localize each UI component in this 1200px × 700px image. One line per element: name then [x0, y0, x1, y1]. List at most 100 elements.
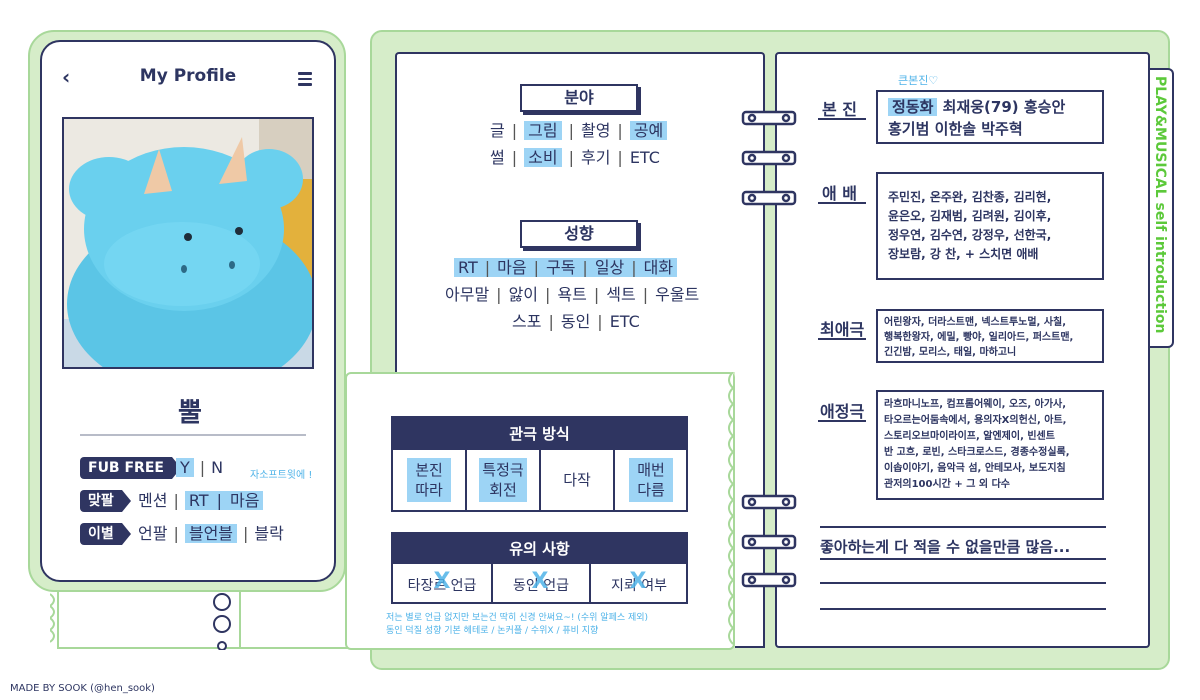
tendency-row-1: RT|마음|구독|일상|대화 [454, 257, 678, 279]
field-option[interactable]: ETC [629, 148, 660, 167]
tendency-option[interactable]: 섹트 [606, 285, 636, 304]
field-option[interactable]: 썰 [490, 148, 505, 167]
label-underline [818, 338, 866, 340]
field-option[interactable]: 공예 [629, 121, 668, 140]
tendency-title: 성향 [520, 220, 638, 248]
tendency-option[interactable]: RT [458, 258, 478, 277]
label-underline [818, 420, 866, 422]
field-row-2: 썰|소비|후기|ETC [490, 148, 660, 167]
back-icon[interactable]: ‹ [62, 65, 71, 89]
matpal-option-rt[interactable]: RT [184, 491, 213, 510]
ruled-line [820, 582, 1106, 584]
tendency-option[interactable]: 일상 [594, 258, 625, 277]
menu-icon[interactable] [298, 72, 312, 89]
ibyeol-options: 언팔|블언블|블락 [138, 524, 284, 543]
matpal-option-heart[interactable]: 마음 [225, 491, 264, 510]
aebae-label: 애 배 [822, 184, 858, 203]
tendency-option[interactable]: 마음 [497, 258, 527, 277]
profile-photo [62, 117, 314, 369]
aejeong-line: 이솝이야기, 음악극 섬, 안테모사, 보도지침 [884, 463, 1066, 474]
tendency-option[interactable]: 욕트 [557, 285, 587, 304]
matpal-options: 멘션|RT|마음 [138, 490, 264, 512]
aejeong-line: 타오르는어둠속에서, 용의자X의헌신, 아트, [884, 415, 1067, 426]
fub-free-tag: FUB FREE [80, 457, 181, 479]
viewing-title: 관극 방식 [393, 418, 686, 450]
aebae-box: 주민진, 온주완, 김찬종, 김리현, 윤은오, 김재범, 김려원, 김이후, … [876, 172, 1104, 280]
caution-note-1: 저는 별로 언급 없지만 보는건 딱히 신경 안써요~! (수위 알페스 제외) [386, 613, 649, 623]
matpal-option-mention[interactable]: 멘션 [138, 491, 168, 510]
caution-other-genre[interactable]: 타장르 언급 [407, 578, 477, 594]
bonjin-line-1: 최재웅(79) 홍승안 [942, 98, 1066, 116]
field-option[interactable]: 소비 [524, 148, 562, 167]
ruled-line [820, 558, 1106, 560]
profile-name: 뿔 [178, 398, 202, 428]
blue-plush-image [64, 119, 312, 367]
label-underline [818, 118, 866, 120]
notebook-left-page-edge [735, 372, 765, 648]
bonjin-main: 정동화 [888, 98, 938, 116]
field-option[interactable]: 촬영 [580, 121, 611, 140]
fub-yes-option[interactable]: Y [176, 458, 194, 477]
choiae-label: 최애극 [820, 320, 865, 339]
tendency-option[interactable]: 아무말 [445, 285, 490, 304]
bonjin-note: 큰본진♡ [898, 74, 939, 87]
aejeong-box: 라흐마니노프, 컴프롬어웨이, 오즈, 아가사, 타오르는어둠속에서, 용의자X… [876, 390, 1104, 500]
choiae-line: 행복한왕자, 에밀, 빵야, 일리아드, 퍼스트맨, [884, 332, 1074, 343]
divider [80, 434, 306, 436]
field-title: 분야 [520, 84, 638, 112]
tendency-option[interactable]: ETC [609, 312, 640, 331]
fub-no-option[interactable]: N [211, 458, 224, 477]
ibyeol-option-unfollow[interactable]: 언팔 [138, 524, 168, 543]
x-mark-icon: X [531, 569, 549, 594]
caution-table: 유의 사항 타장르 언급 동인 언급 지뢰 여부 X X X [391, 532, 688, 604]
bonjin-box: 정동화 최재웅(79) 홍승안 홍기범 이한솔 박주혁 [876, 90, 1104, 144]
viewing-option-variety[interactable]: 다작 [563, 471, 591, 489]
caution-doujin[interactable]: 동인 언급 [513, 578, 569, 594]
x-mark-icon: X [433, 569, 451, 594]
tendency-option[interactable]: 스포 [512, 312, 542, 331]
credit: MADE BY SOOK (@hen_sook) [10, 683, 155, 694]
aebae-line: 윤은오, 김재범, 김려원, 김이후, [888, 209, 1052, 223]
ibyeol-option-block[interactable]: 블락 [254, 524, 284, 543]
fub-free-options: Y|N [176, 457, 223, 479]
x-mark-icon: X [629, 569, 647, 594]
ring-icon [741, 494, 797, 588]
tendency-option[interactable]: 동인 [560, 312, 591, 331]
ticket-zigzag-edge [728, 372, 735, 645]
matpal-tag: 맞팔 [80, 490, 131, 512]
aejeong-line: 반 고흐, 로빈, 스타크로스드, 경종수정실록, [884, 447, 1070, 458]
tendency-row-3: 스포|동인|ETC [512, 312, 640, 331]
tendency-option[interactable]: 앓이 [508, 285, 539, 304]
field-option[interactable]: 후기 [580, 148, 611, 167]
bonjin-line-2: 홍기범 이한솔 박주혁 [888, 120, 1023, 138]
aejeong-line: 관저의100시간 + 그 외 다수 [884, 479, 1010, 490]
page-title: My Profile [139, 66, 237, 86]
tendency-option[interactable]: 우울트 [655, 285, 700, 304]
tendency-option[interactable]: 대화 [643, 258, 674, 277]
caution-trigger[interactable]: 지뢰 여부 [611, 578, 667, 594]
choiae-line: 어린왕자, 더라스트맨, 넥스트투노멀, 사칠, [884, 317, 1067, 328]
ruled-line [820, 526, 1106, 528]
choiae-box: 어린왕자, 더라스트맨, 넥스트투노멀, 사칠, 행복한왕자, 에밀, 빵야, … [876, 309, 1104, 363]
caution-title: 유의 사항 [393, 534, 686, 564]
side-tab-label: PLAY&MUSICAL self introduction [1152, 76, 1168, 334]
field-option[interactable]: 글 [490, 121, 505, 140]
ruled-line [820, 608, 1106, 610]
tendency-option[interactable]: 구독 [545, 258, 576, 277]
aejeong-label: 애정극 [820, 402, 865, 421]
bonjin-label: 본 진 [822, 100, 858, 119]
aejeong-line: 라흐마니노프, 컴프롬어웨이, 오즈, 아가사, [884, 399, 1067, 410]
footer-note: 좋아하는게 다 적을 수 없을만큼 많음... [820, 538, 1071, 556]
aejeong-line: 스토리오브마이라이프, 알엔제이, 빈센트 [884, 431, 1055, 442]
label-underline [818, 202, 866, 204]
choiae-line: 긴긴밤, 모리스, 태일, 마하고니 [884, 347, 1017, 358]
ring-icon [741, 110, 797, 206]
aebae-line: 장보람, 강 찬, + 스치면 애배 [888, 247, 1039, 261]
side-tab: PLAY&MUSICAL self introduction [1150, 68, 1174, 348]
ibyeol-option-softblock[interactable]: 블언블 [184, 524, 238, 543]
field-option[interactable]: 그림 [524, 121, 562, 140]
